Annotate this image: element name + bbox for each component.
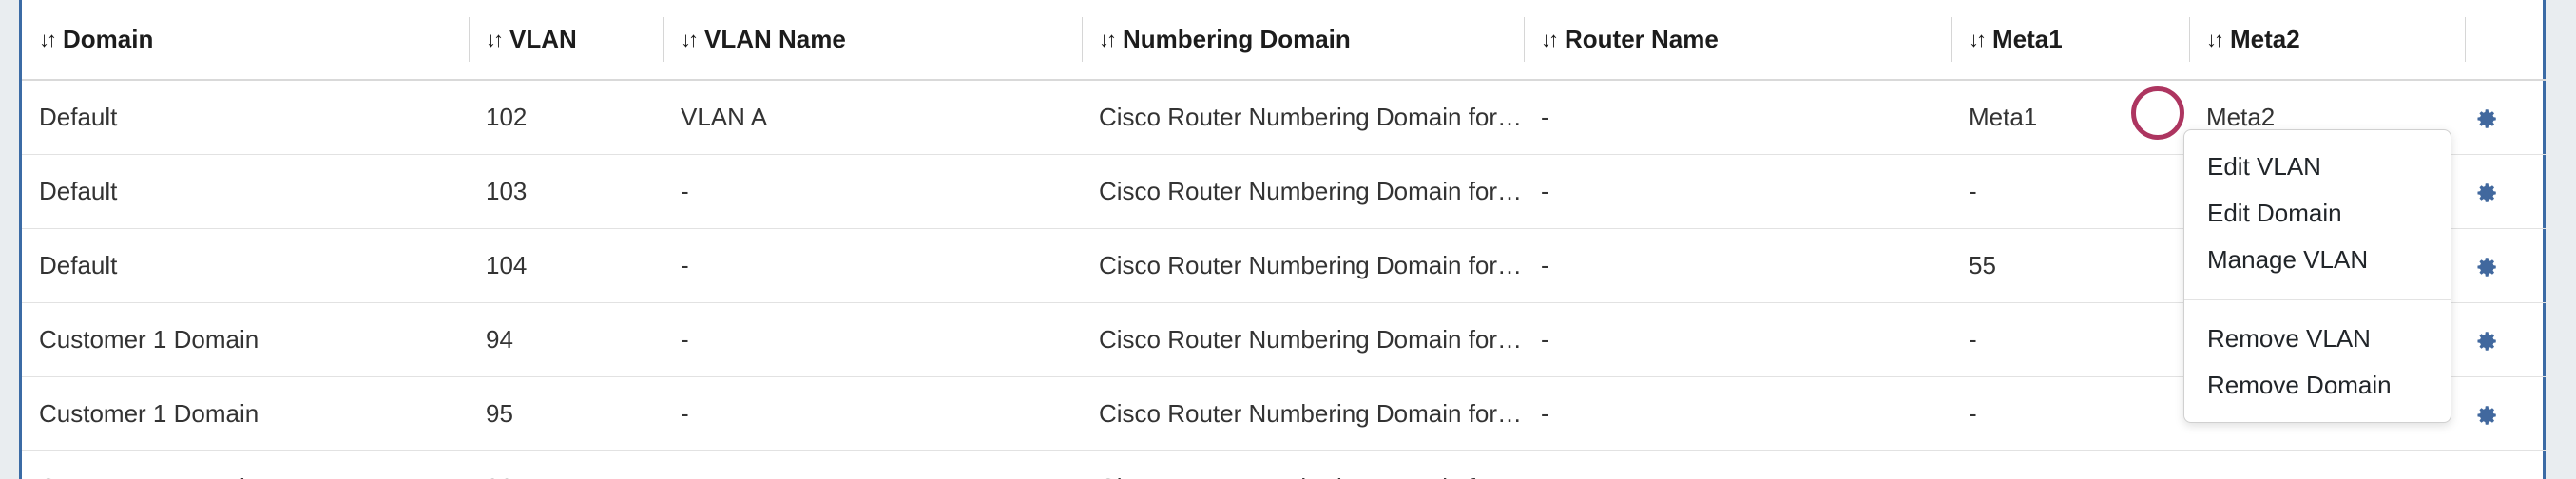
- row-actions-cell: [2465, 450, 2546, 479]
- sort-icon[interactable]: ↓↑: [681, 28, 699, 51]
- gear-icon[interactable]: [2474, 329, 2499, 354]
- cell-meta1: -: [1951, 450, 2189, 479]
- context-menu-item-remove-vlan[interactable]: Remove VLAN: [2207, 323, 2371, 353]
- cell-vlan: 103: [469, 154, 663, 229]
- cell-numbering-domain: Cisco Router Numbering Domain for …: [1082, 80, 1524, 155]
- cell-vlan-name: -: [663, 228, 1082, 303]
- column-header-label: VLAN Name: [704, 25, 846, 53]
- sort-icon[interactable]: ↓↑: [39, 28, 57, 51]
- sort-icon[interactable]: ↓↑: [1969, 28, 1987, 51]
- column-header-label: Meta2: [2230, 25, 2300, 53]
- column-header-label: Meta1: [1992, 25, 2063, 53]
- column-header-meta2[interactable]: ↓↑ Meta2: [2189, 0, 2465, 81]
- column-header-vlan-name[interactable]: ↓↑VLAN Name: [663, 0, 1082, 81]
- cell-numbering-domain: Cisco Router Numbering Domain for …: [1082, 450, 1524, 479]
- cell-vlan: 95: [469, 376, 663, 451]
- cell-vlan-name: -: [663, 302, 1082, 377]
- cell-router-name: -: [1524, 228, 1951, 303]
- cell-vlan: 102: [469, 80, 663, 155]
- cell-meta1: -: [1951, 154, 2189, 229]
- row-context-menu[interactable]: Edit VLAN Edit Domain Manage VLAN Remove…: [2183, 129, 2451, 423]
- context-menu-divider: [2184, 298, 2451, 300]
- cell-vlan-name: -: [663, 376, 1082, 451]
- cell-numbering-domain: Cisco Router Numbering Domain for …: [1082, 302, 1524, 377]
- gear-icon[interactable]: [2474, 255, 2499, 279]
- gear-icon[interactable]: [2474, 403, 2499, 428]
- column-header-domain[interactable]: ↓↑ Domain: [22, 0, 469, 81]
- row-actions-cell: [2465, 376, 2546, 451]
- cell-meta1: -: [1951, 302, 2189, 377]
- column-header-numbering-domain[interactable]: ↓↑ Numbering Domain: [1082, 0, 1524, 81]
- cell-meta2: [2189, 450, 2465, 479]
- column-header-router-name[interactable]: ↓↑ Router Name: [1524, 0, 1951, 81]
- column-header-meta1[interactable]: ↓↑Meta1: [1951, 0, 2189, 81]
- sort-icon[interactable]: ↓↑: [486, 28, 504, 51]
- context-menu-item-manage-vlan[interactable]: Manage VLAN: [2207, 245, 2369, 275]
- cell-numbering-domain: Cisco Router Numbering Domain for …: [1082, 376, 1524, 451]
- table-header: ↓↑Domain ↓↑VLAN ↓↑VLAN Name ↓↑Numbering …: [22, 0, 2546, 81]
- row-actions-cell: [2465, 80, 2546, 155]
- cell-domain: Default: [22, 154, 469, 229]
- column-header-label: Router Name: [1565, 25, 1719, 53]
- context-menu-item-edit-vlan[interactable]: Edit VLAN: [2207, 152, 2321, 181]
- cell-router-name: -: [1524, 154, 1951, 229]
- sort-icon[interactable]: ↓↑: [1099, 28, 1117, 51]
- cell-vlan-name: -: [663, 450, 1082, 479]
- context-menu-item-remove-domain[interactable]: Remove Domain: [2207, 370, 2392, 399]
- cell-domain: Customer 1 Domain: [22, 376, 469, 451]
- column-header-label: VLAN: [509, 25, 577, 53]
- vlan-table: ↓↑Domain ↓↑VLAN ↓↑VLAN Name ↓↑Numbering …: [22, 0, 2546, 479]
- cell-numbering-domain: Cisco Router Numbering Domain for …: [1082, 154, 1524, 229]
- cell-domain: Default: [22, 80, 469, 155]
- cell-meta1: 55: [1951, 228, 2189, 303]
- sort-icon[interactable]: ↓↑: [1541, 28, 1559, 51]
- column-header-actions: [2465, 0, 2546, 81]
- cell-domain: Default: [22, 228, 469, 303]
- cell-vlan: 104: [469, 228, 663, 303]
- row-actions-cell: [2465, 154, 2546, 229]
- gear-icon[interactable]: [2474, 106, 2499, 131]
- cell-vlan-name: -: [663, 154, 1082, 229]
- cell-meta1: -: [1951, 376, 2189, 451]
- cell-vlan: 96: [469, 450, 663, 479]
- cell-vlan: 94: [469, 302, 663, 377]
- column-header-vlan[interactable]: ↓↑VLAN: [469, 0, 663, 81]
- cell-router-name: -: [1524, 80, 1951, 155]
- gear-icon[interactable]: [2474, 181, 2499, 205]
- cell-router-name: -: [1524, 450, 1951, 479]
- column-header-label: Domain: [63, 25, 154, 53]
- context-menu-item-edit-domain[interactable]: Edit Domain: [2207, 199, 2342, 228]
- header-row: ↓↑Domain ↓↑VLAN ↓↑VLAN Name ↓↑Numbering …: [22, 0, 2546, 81]
- cell-domain: Customer 1 Domain: [22, 302, 469, 377]
- cell-router-name: -: [1524, 376, 1951, 451]
- vlan-table-panel: ↓↑Domain ↓↑VLAN ↓↑VLAN Name ↓↑Numbering …: [19, 0, 2546, 479]
- cell-meta1: Meta1: [1951, 80, 2189, 155]
- row-actions-cell: [2465, 228, 2546, 303]
- cell-numbering-domain: Cisco Router Numbering Domain for …: [1082, 228, 1524, 303]
- cell-router-name: -: [1524, 302, 1951, 377]
- sort-icon[interactable]: ↓↑: [2206, 28, 2224, 51]
- cell-domain: Customer 1 Domain: [22, 450, 469, 479]
- cell-vlan-name: VLAN A: [663, 80, 1082, 155]
- table-row: Customer 1 Domain96-Cisco Router Numberi…: [22, 450, 2546, 479]
- column-header-label: Numbering Domain: [1123, 25, 1351, 53]
- row-actions-cell: [2465, 302, 2546, 377]
